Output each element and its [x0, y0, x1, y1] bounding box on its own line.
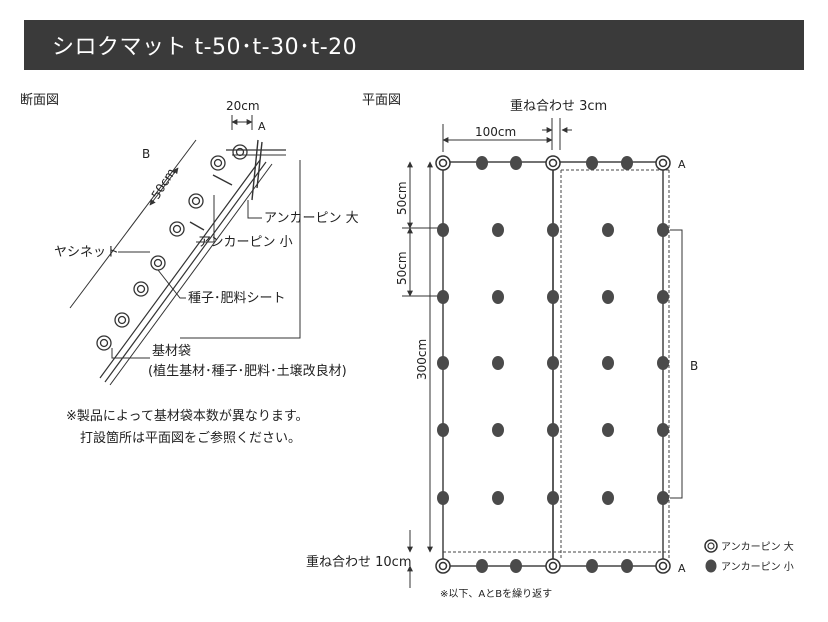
plan-view-label: 平面図 [362, 93, 401, 108]
plan-label-a-top: A [678, 158, 686, 171]
plan-repeat-note: ※以下、AとBを繰り返す [440, 587, 552, 600]
section-note-1: ※製品によって基材袋本数が異なります。 [66, 409, 309, 424]
plan-left-dims [402, 161, 442, 588]
plan-overlap-10cm: 重ね合わせ 10cm [306, 554, 412, 570]
section-anchor-pins [189, 139, 263, 231]
plan-b-bracket [670, 229, 683, 499]
section-note-2: 打設箇所は平面図をご参照ください。 [80, 430, 301, 446]
dim-20cm [231, 115, 253, 130]
legend-small-icon [705, 559, 717, 573]
dim-100cm [442, 124, 553, 152]
dim-100cm-label: 100cm [475, 125, 516, 139]
label-seed-sheet: 種子･肥料シート [188, 290, 286, 306]
section-label-a: A [258, 120, 266, 133]
plan-overlap-3cm: 重ね合わせ 3cm [510, 98, 607, 114]
section-leaders [111, 160, 301, 359]
slope-ground [99, 149, 286, 386]
plan-dim-50cm-b: 50cm [395, 251, 409, 285]
label-anchor-large: アンカーピン 大 [264, 211, 359, 226]
page-title: シロクマット t-50･t-30･t-20 [24, 20, 804, 70]
label-anchor-small: アンカーピン 小 [198, 235, 293, 250]
plan-label-a-bottom: A [678, 562, 686, 575]
dim-overlap-3cm [542, 118, 572, 150]
dim-50cm-section-label: 50cm [149, 166, 179, 202]
section-view-label: 断面図 [20, 93, 59, 108]
plan-pins-small [437, 156, 669, 573]
section-label-b: B [142, 147, 150, 161]
label-bag-detail: (植生基材･種子･肥料･土壌改良材) [148, 363, 347, 379]
plan-label-b: B [690, 359, 698, 373]
legend: アンカーピン 大 アンカーピン 小 [704, 539, 794, 573]
legend-small-label: アンカーピン 小 [721, 561, 794, 573]
dim-50cm-section-line [149, 167, 179, 206]
dim-20cm-label: 20cm [226, 99, 260, 113]
page-title-text: シロクマット t-50･t-30･t-20 [52, 35, 358, 60]
legend-large-label: アンカーピン 大 [721, 540, 794, 553]
plan-dim-300cm: 300cm [415, 339, 429, 380]
plan-dim-50cm-a: 50cm [395, 181, 409, 215]
label-yashi-net: ヤシネット [54, 245, 119, 260]
plan-pins-large [435, 155, 671, 574]
label-bag-title: 基材袋 [152, 344, 191, 359]
